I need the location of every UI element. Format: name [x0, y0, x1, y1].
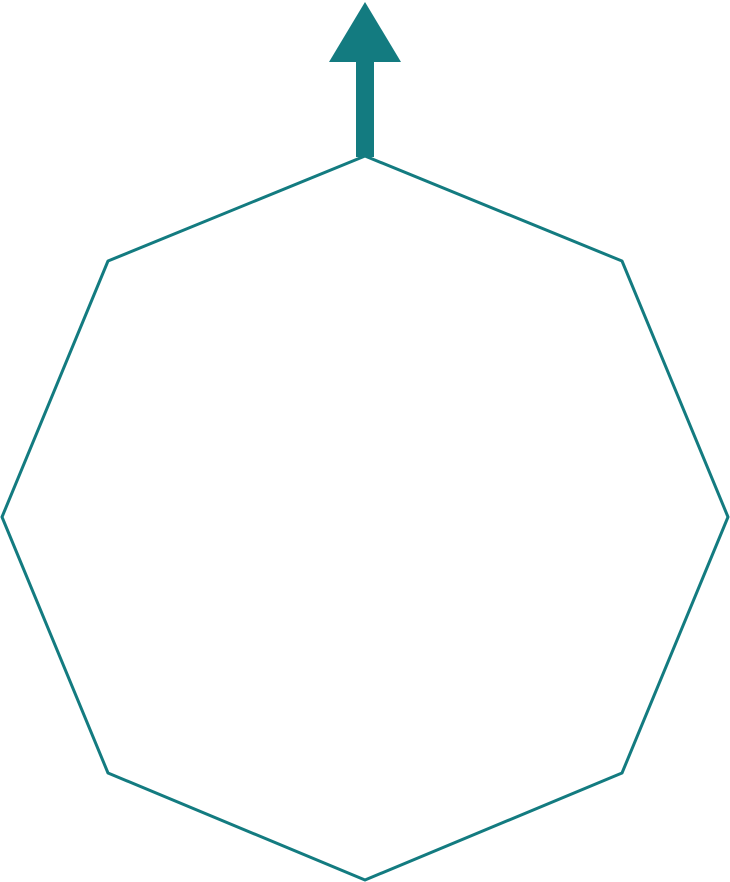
- up-arrow: [329, 2, 401, 157]
- octagon-outline: [0, 154, 730, 882]
- up-arrow-shaft: [356, 58, 374, 157]
- up-arrow-head: [329, 2, 401, 62]
